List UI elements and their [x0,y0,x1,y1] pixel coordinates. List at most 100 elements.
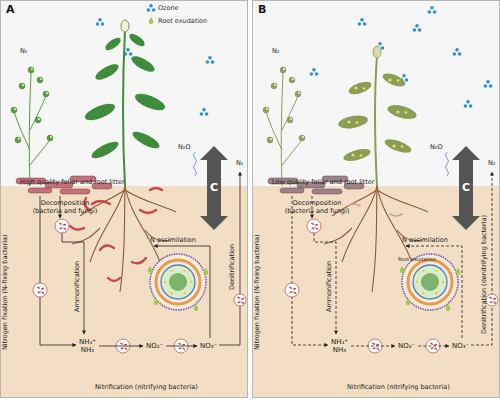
exudate-drop [154,298,159,305]
ozone-damage-spot [397,79,400,82]
ozone-damage-spot [396,110,399,113]
root-worm [140,210,156,213]
process-label: Nitrogen fixation (N-fixing bacteria) [2,194,10,350]
xylem-dot [190,281,193,284]
root [90,186,125,262]
ozone-atom [310,72,314,76]
flow-arrow [418,346,449,347]
legume-leaf [295,91,301,97]
bacterium-rod [289,286,293,289]
process-label: Ammonification [326,240,334,312]
legume-leaf [280,67,286,73]
exudate-drop [406,298,411,305]
root-section-outer [150,254,206,310]
gas-wave [194,152,197,176]
bacteria-icon [116,339,130,353]
plant-leaf [89,139,120,162]
ozone-atom [464,104,468,108]
ozone-atom [363,22,367,26]
bacteria-ring [116,339,130,353]
bacterium-rod [241,301,244,304]
process-label: Nitrification (nitrifying bacteria) [95,384,245,392]
xylem-dot [422,269,425,272]
root [377,190,428,212]
ozone-damage-spot [401,145,404,148]
legume-flower [283,68,285,70]
legume-flower [298,92,300,94]
ozone-atom [405,78,409,82]
ozone-atom [453,52,457,56]
ozone-atom [211,60,215,64]
plant-leaf [130,129,161,152]
bacterium-rod [430,347,433,349]
process-label: Ammonification [74,240,82,312]
ozone-atom [98,18,102,22]
plant-leaf [127,32,146,49]
litter-label: Low quality foliar and root litter [272,179,412,187]
bacteria-icon [55,219,69,233]
legume-flower [274,84,276,86]
legume-leaf [47,135,53,141]
flow-arrow [166,346,197,347]
bacterium-rod [237,301,240,303]
ozone-icon [484,80,493,88]
ozone-atom [455,48,459,52]
bacterium-rod [37,286,41,289]
ozone-damage-spot [405,111,408,114]
xylem-dot [170,292,173,295]
bacteria-icon [33,283,47,297]
bacteria-icon [426,339,440,353]
bacterium-rod [315,227,318,230]
gas-formula: N₂O [178,144,191,152]
bacterium-rod [489,296,493,299]
bacteria-icon [285,283,299,297]
ozone-icon [96,18,105,26]
root-section-outer [402,254,458,310]
bacterium-rod [41,287,45,290]
legume-flower [292,78,294,80]
legume-flower [290,118,292,120]
legume-leaf [299,135,305,141]
nitrogen-pool: NH₄⁺NH₃ [329,337,350,355]
cycle-line [471,172,492,345]
bacterium-rod [293,291,296,294]
legume-leaf [35,117,41,123]
root-worm [348,204,360,206]
ozone-atom [428,10,432,14]
ozone-atom [418,28,422,32]
carbon-letter: C [462,182,470,194]
legume-flower [22,84,24,86]
pool-formula: NH₄⁺ [331,338,348,346]
process-label: Denitrification [229,190,237,290]
ozone-damage-spot [351,153,354,156]
bacteria-ring [285,283,299,297]
panel-illustration [252,0,500,398]
xylem-dot [183,269,186,272]
ozone-atom [413,28,417,32]
ozone-atom [200,112,204,116]
bacterium-rod [493,301,496,304]
ozone-atom [402,74,406,78]
root-worm [390,214,402,216]
bacterium-rod [315,223,319,226]
ozone-atom [315,72,319,76]
xylem-dot [442,281,445,284]
carbon-arrow [452,146,480,230]
ozone-icon [310,68,319,76]
legend-item: Root exudation [146,16,207,26]
bacterium-rod [41,291,44,294]
process-label: Decomposition (bacteria and fungi) [30,200,100,215]
ozone-atom [358,22,362,26]
exudate-drop [400,266,405,273]
xylem-dot [183,292,186,295]
litter-piece [28,188,52,193]
bacterium-rod [178,347,181,349]
litter-piece [312,189,342,194]
ozone-icon [413,24,422,32]
legume-stem [266,72,302,186]
process-label: Decomposition (bacteria and fungi) [282,200,352,215]
pool-formula: NO₃⁻ [200,342,217,350]
plant-stem [123,30,125,186]
root [377,186,412,262]
